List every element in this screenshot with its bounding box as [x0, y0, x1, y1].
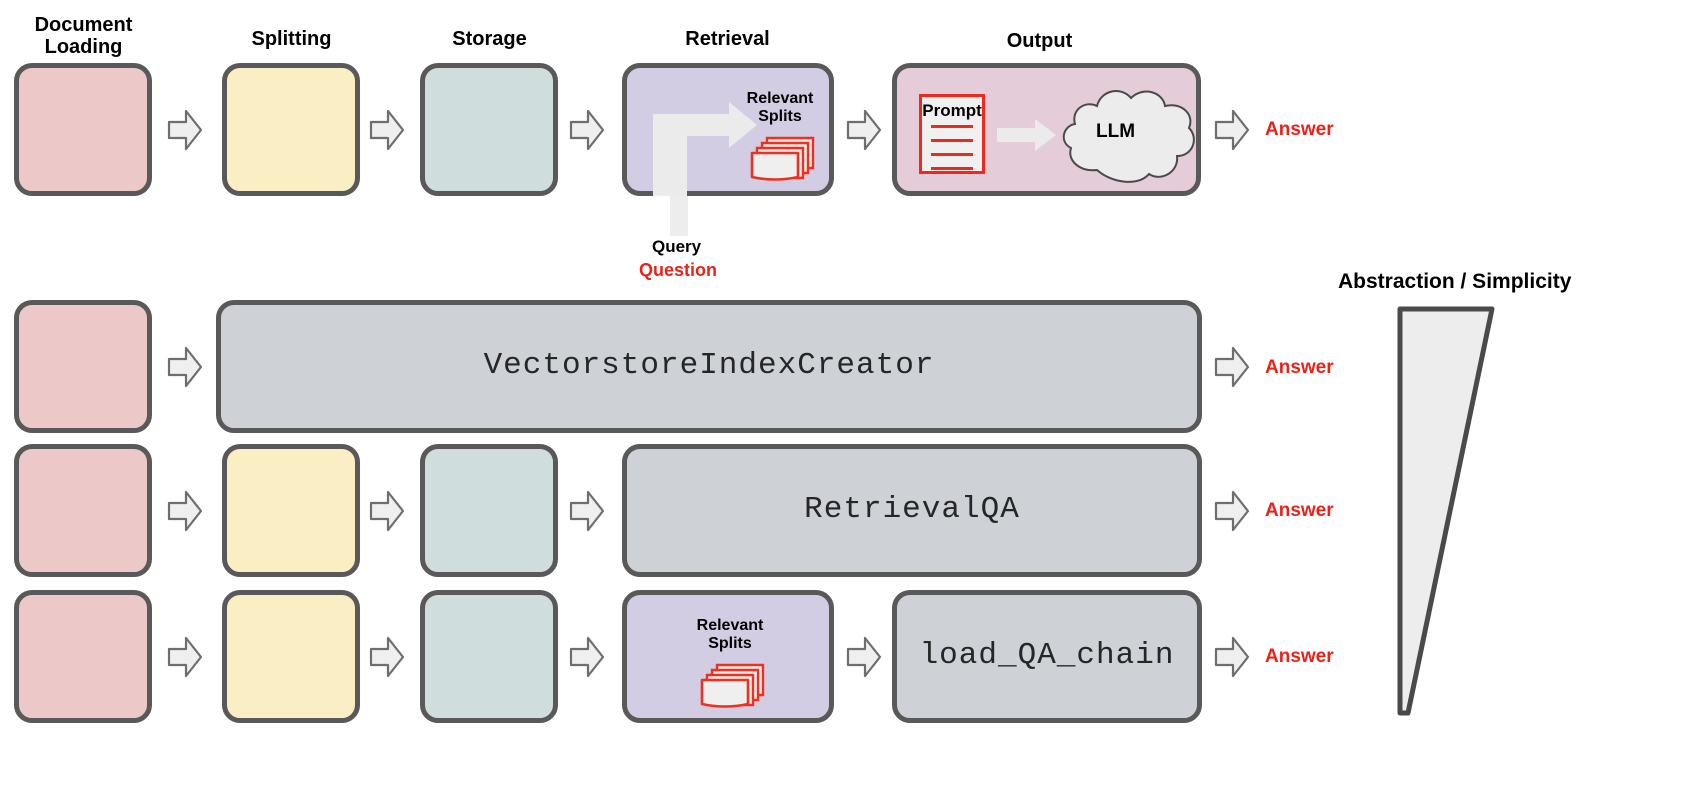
prompt-to-llm-arrow-icon — [997, 118, 1057, 152]
arrow-right-icon — [368, 107, 406, 153]
prompt-card: Prompt — [919, 94, 985, 174]
stage-box-retrieval[interactable]: Relevant Splits — [622, 590, 834, 723]
stage-box-storage[interactable] — [420, 63, 558, 196]
relevant-splits-label: Relevant Splits — [746, 90, 814, 126]
arrow-right-icon — [368, 634, 406, 680]
prompt-rule — [931, 139, 973, 142]
answer-label-row-2: Answer — [1265, 357, 1334, 378]
stage-box-storage[interactable] — [420, 444, 558, 577]
stage-box-output[interactable]: Prompt LLM — [892, 63, 1201, 196]
arrow-right-icon — [845, 107, 883, 153]
stage-label-splitting: Splitting — [251, 28, 332, 50]
stage-label-document-loading: Document Loading — [34, 14, 133, 59]
arrow-right-icon — [166, 344, 204, 390]
abstraction-axis-label: Abstraction / Simplicity — [1338, 270, 1572, 293]
arrow-right-icon — [568, 107, 606, 153]
prompt-rule — [931, 167, 973, 170]
stage-label-storage: Storage — [452, 28, 527, 50]
stage-box-splitting[interactable] — [222, 63, 360, 196]
code-label-load-qa-chain: load_QA_chain — [919, 638, 1175, 673]
arrow-right-icon — [1213, 344, 1251, 390]
stage-label-retrieval: Retrieval — [685, 28, 770, 50]
arrow-right-icon — [1213, 107, 1251, 153]
question-label: Question — [639, 260, 718, 280]
llm-cloud-icon — [1059, 80, 1199, 190]
stage-box-document-loading[interactable] — [14, 444, 152, 577]
relevant-splits-label: Relevant Splits — [696, 617, 764, 653]
stage-box-splitting[interactable] — [222, 590, 360, 723]
stage-box-retrieval[interactable]: Relevant Splits — [622, 63, 834, 196]
document-stack-icon — [699, 663, 765, 713]
stage-box-document-loading[interactable] — [14, 300, 152, 433]
arrow-right-icon — [166, 488, 204, 534]
answer-label-row-4: Answer — [1265, 646, 1334, 667]
arrow-right-icon — [568, 488, 606, 534]
prompt-label: Prompt — [922, 101, 982, 120]
stage-box-document-loading[interactable] — [14, 590, 152, 723]
arrow-right-icon — [166, 634, 204, 680]
query-stem — [670, 196, 688, 236]
stage-box-document-loading[interactable] — [14, 63, 152, 196]
abstraction-bar-vectorstoreindexcreator[interactable] — [216, 300, 1202, 433]
prompt-rule — [931, 153, 973, 156]
stage-label-output: Output — [1006, 30, 1073, 52]
arrow-right-icon — [166, 107, 204, 153]
prompt-rule — [931, 125, 973, 128]
stage-box-splitting[interactable] — [222, 444, 360, 577]
arrow-right-icon — [1213, 488, 1251, 534]
document-stack-icon — [749, 136, 815, 186]
arrow-right-icon — [1213, 634, 1251, 680]
code-label-vectorstoreindexcreator: VectorstoreIndexCreator — [483, 348, 935, 383]
stage-box-storage[interactable] — [420, 590, 558, 723]
abstraction-bar-retrievalqa[interactable] — [622, 444, 1202, 577]
arrow-right-icon — [568, 634, 606, 680]
answer-label-row-3: Answer — [1265, 500, 1334, 521]
abstraction-bar-load-qa-chain[interactable] — [892, 590, 1202, 723]
arrow-right-icon — [368, 488, 406, 534]
answer-label-row-1: Answer — [1265, 119, 1334, 140]
arrow-right-icon — [845, 634, 883, 680]
retrieval-tee-arrow-icon — [653, 100, 767, 196]
code-label-retrievalqa: RetrievalQA — [804, 492, 1020, 527]
query-label: Query — [652, 237, 702, 256]
llm-label: LLM — [1096, 121, 1136, 142]
abstraction-wedge — [1396, 305, 1500, 717]
